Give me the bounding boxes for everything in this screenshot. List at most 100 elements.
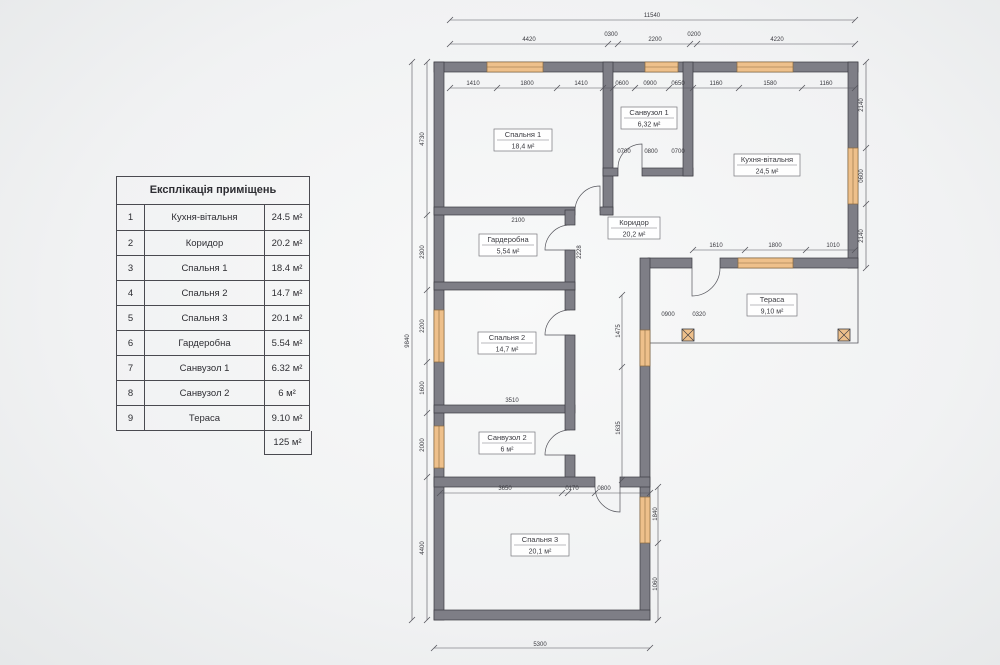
dimension-tick [614, 40, 622, 48]
room-label-name: Спальня 1 [505, 130, 541, 139]
dimension-tick [423, 409, 431, 417]
dimension-tick [689, 246, 697, 254]
dimension-tick [446, 40, 454, 48]
dimension-tick [430, 644, 438, 652]
dimension-tick [862, 264, 870, 272]
dimension-tick [423, 473, 431, 481]
dimension-tick [423, 358, 431, 366]
room-label-area: 18,4 м² [512, 144, 535, 151]
dimension-label: 1060 [653, 577, 659, 591]
dimension-tick [436, 489, 444, 497]
dimension-label: 0200 [687, 32, 701, 38]
terrace-column-hatch [837, 328, 851, 342]
room-area: 18.4 м² [264, 255, 309, 280]
dimension-tick [564, 489, 572, 497]
room-label-area: 14,7 м² [496, 347, 519, 354]
door-swing [544, 309, 571, 336]
dimension-tick [851, 84, 859, 92]
wall-segment [433, 476, 596, 488]
dimension-label: 1160 [710, 81, 724, 87]
dimension-tick [631, 84, 639, 92]
room-name: Тераса [144, 405, 264, 430]
wall-segment [682, 61, 694, 177]
door-swing [574, 185, 601, 212]
wall-segment [564, 334, 576, 431]
dimension-tick [591, 489, 599, 497]
dimension-label: 1410 [466, 81, 480, 87]
room-label-name: Коридор [619, 218, 649, 227]
room-area: 14.7 м² [264, 280, 309, 305]
dimension-tick [654, 539, 662, 547]
dimension-label: 0650 [671, 81, 685, 87]
dimension-tick [735, 84, 743, 92]
door-swing [617, 143, 643, 169]
room-label-name: Тераса [760, 295, 785, 304]
room-label-area: 24,5 м² [756, 169, 779, 176]
dimension-label: 1010 [826, 243, 840, 249]
dimension-tick [423, 211, 431, 219]
dimension-label: 0600 [859, 169, 865, 183]
dimension-tick [618, 476, 626, 484]
dimension-tick [553, 84, 561, 92]
row-number: 1 [127, 212, 134, 223]
dimension-tick [654, 483, 662, 491]
dimension-tick [646, 489, 654, 497]
dimension-tick [686, 40, 694, 48]
dimension-label: 2140 [859, 98, 865, 112]
room-label-name: Санвузол 2 [487, 433, 526, 442]
door-swing [544, 429, 571, 456]
dimension-label: 1635 [616, 421, 622, 435]
dimension-label: 0300 [604, 32, 618, 38]
wall-segment [647, 257, 693, 269]
row-number: 2 [117, 230, 144, 255]
room-name: Санвузол 2 [144, 380, 264, 405]
dimension-tick [646, 644, 654, 652]
wall-segment [564, 454, 576, 481]
dimension-tick [408, 58, 416, 66]
dimension-tick [851, 16, 859, 24]
dimension-label: 0600 [615, 81, 629, 87]
room-label-name: Спальня 3 [522, 535, 558, 544]
room-area: 6 м² [264, 380, 309, 405]
room-name: Спальня 1 [144, 255, 264, 280]
dimension-label: 4400 [420, 541, 426, 555]
terrace-outline [650, 268, 859, 344]
room-name: Спальня 2 [144, 280, 264, 305]
dimension-label: 1610 [709, 243, 723, 249]
room-label-area: 9,10 м² [761, 309, 784, 316]
dimension-label: 4420 [522, 37, 536, 43]
dimension-tick [599, 84, 607, 92]
room-name: Гардеробна [144, 330, 264, 355]
dimension-label: 1410 [574, 81, 588, 87]
wall-segment [433, 404, 576, 414]
dimension-tick [741, 246, 749, 254]
dimension-label: 1475 [616, 324, 622, 338]
dimension-tick [618, 291, 626, 299]
dimension-tick [493, 84, 501, 92]
dimension-label: 2228 [577, 245, 583, 259]
room-name: Кухня-вітальня [144, 205, 264, 230]
row-number: 9 [117, 405, 144, 430]
dimension-label: 1800 [768, 243, 782, 249]
room-area: 9.10 м² [264, 405, 309, 430]
row-number: 8 [117, 380, 144, 405]
dimension-label: 2100 [511, 218, 525, 224]
dimension-label: 2140 [859, 229, 865, 243]
dimension-label: 0700 [617, 149, 631, 155]
room-area: 24.5 м² [264, 205, 309, 230]
wall-segment [602, 61, 614, 216]
row-number: 4 [117, 280, 144, 305]
dimension-label: 1580 [763, 81, 777, 87]
dimension-label: 0170 [565, 486, 579, 492]
dimension-tick [654, 616, 662, 624]
dimension-label: 4730 [420, 132, 426, 146]
wall-segment [433, 206, 576, 216]
room-label-name: Спальня 2 [489, 333, 525, 342]
dimension-tick [609, 84, 617, 92]
dimension-tick [689, 84, 697, 92]
dimension-label: 0800 [597, 486, 611, 492]
